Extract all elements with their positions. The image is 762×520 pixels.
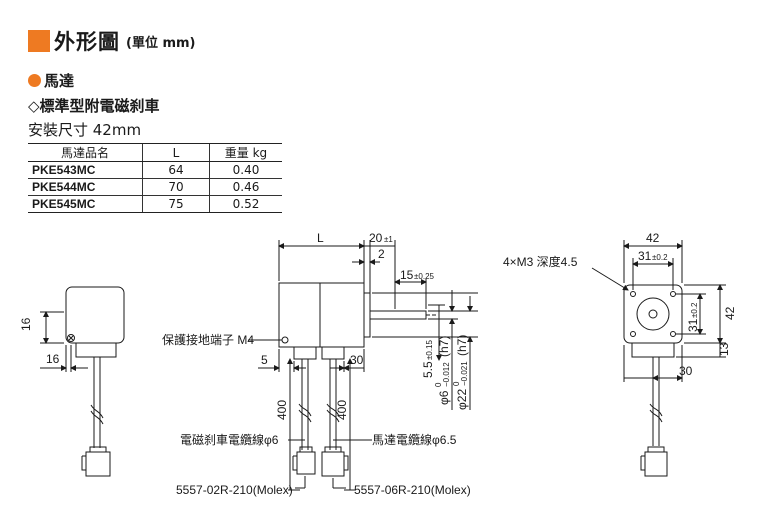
dim-phi22-fit: (h7) (455, 335, 469, 356)
dim-30-right: 30 (679, 364, 693, 378)
orange-square-icon (28, 30, 50, 52)
dim-42-top: 42 (646, 231, 660, 245)
page-title: 外形圖 (54, 30, 120, 54)
dim-16-horizontal: 16 (46, 352, 60, 366)
cell-length: 64 (142, 161, 210, 179)
page-header: 外形圖 (單位 mm) (28, 28, 196, 54)
dim-phi22-tol-top: 0 (452, 381, 461, 386)
table-row: PKE545MC 75 0.52 (28, 195, 282, 213)
dim-15: 15 (400, 268, 414, 282)
left-view (40, 286, 125, 477)
col-model: 馬達品名 (28, 143, 143, 162)
side-view (248, 240, 478, 491)
dim-31-right-tolerance: ±0.2 (690, 302, 699, 318)
col-length: L (142, 143, 210, 162)
cell-length: 70 (142, 178, 210, 196)
orange-dot-icon (28, 74, 41, 87)
dim-400-brake: 400 (275, 400, 289, 420)
cell-model: PKE545MC (28, 195, 143, 213)
table-header-row: 馬達品名 L 重量 kg (28, 143, 282, 162)
brake-connector-label: 5557-02R-210(Molex) (176, 483, 293, 497)
dim-15-tolerance: ±0.25 (414, 272, 435, 281)
dim-5-5: 5.5 (421, 361, 435, 378)
dim-length-label: L (317, 231, 324, 245)
section-motor-label: 馬達 (44, 72, 75, 90)
section-motor: 馬達 (28, 70, 74, 91)
section-size: 安裝尺寸 42mm (28, 121, 142, 139)
dim-31-top-tolerance: ±0.2 (652, 253, 668, 262)
dim-42-right: 42 (723, 306, 737, 320)
cell-model: PKE543MC (28, 161, 143, 179)
brake-cable-label: 電磁刹車電纜線φ6 (180, 432, 279, 447)
table-row: PKE543MC 64 0.40 (28, 161, 282, 179)
ground-terminal-label: 保護接地端子 M4 (162, 332, 254, 347)
section-type: ◇標準型附電磁刹車 (28, 97, 160, 115)
motor-connector-label: 5557-06R-210(Molex) (354, 483, 471, 497)
cell-model: PKE544MC (28, 178, 143, 196)
dim-phi6: φ6 (437, 390, 451, 405)
dim-5: 5 (261, 353, 268, 367)
front-view (591, 240, 726, 477)
dim-31-top: 31 (638, 249, 652, 263)
motor-cable-label: 馬達電纜線φ6.5 (372, 432, 457, 447)
dim-30-middle: 30 (350, 353, 364, 367)
unit-note: (單位 mm) (126, 35, 196, 51)
spec-table: 馬達品名 L 重量 kg PKE543MC 64 0.40 PKE544MC 7… (28, 143, 282, 213)
dim-31-right: 31 (686, 318, 700, 332)
dim-phi22-tol-bottom: −0.021 (460, 361, 469, 386)
dim-20: 20 (369, 231, 383, 245)
cell-weight: 0.40 (209, 161, 282, 179)
dim-phi6-tol-top: 0 (434, 382, 443, 387)
dim-5-5-tolerance: ±0.15 (425, 339, 434, 360)
mounting-holes-label: 4×M3 深度4.5 (503, 254, 578, 269)
dim-13: 13 (717, 342, 731, 356)
dim-phi22: φ22 (455, 389, 469, 410)
cell-weight: 0.46 (209, 178, 282, 196)
cell-weight: 0.52 (209, 195, 282, 213)
dim-400-motor: 400 (335, 400, 349, 420)
dim-phi6-fit: (h7) (437, 336, 451, 357)
dim-2: 2 (378, 247, 385, 261)
cell-length: 75 (142, 195, 210, 213)
col-weight: 重量 kg (209, 143, 282, 162)
dim-phi6-tol-bottom: −0.012 (442, 362, 451, 387)
dim-20-tolerance: ±1 (384, 235, 393, 244)
table-row: PKE544MC 70 0.46 (28, 178, 282, 196)
dim-16-vertical: 16 (19, 317, 33, 331)
